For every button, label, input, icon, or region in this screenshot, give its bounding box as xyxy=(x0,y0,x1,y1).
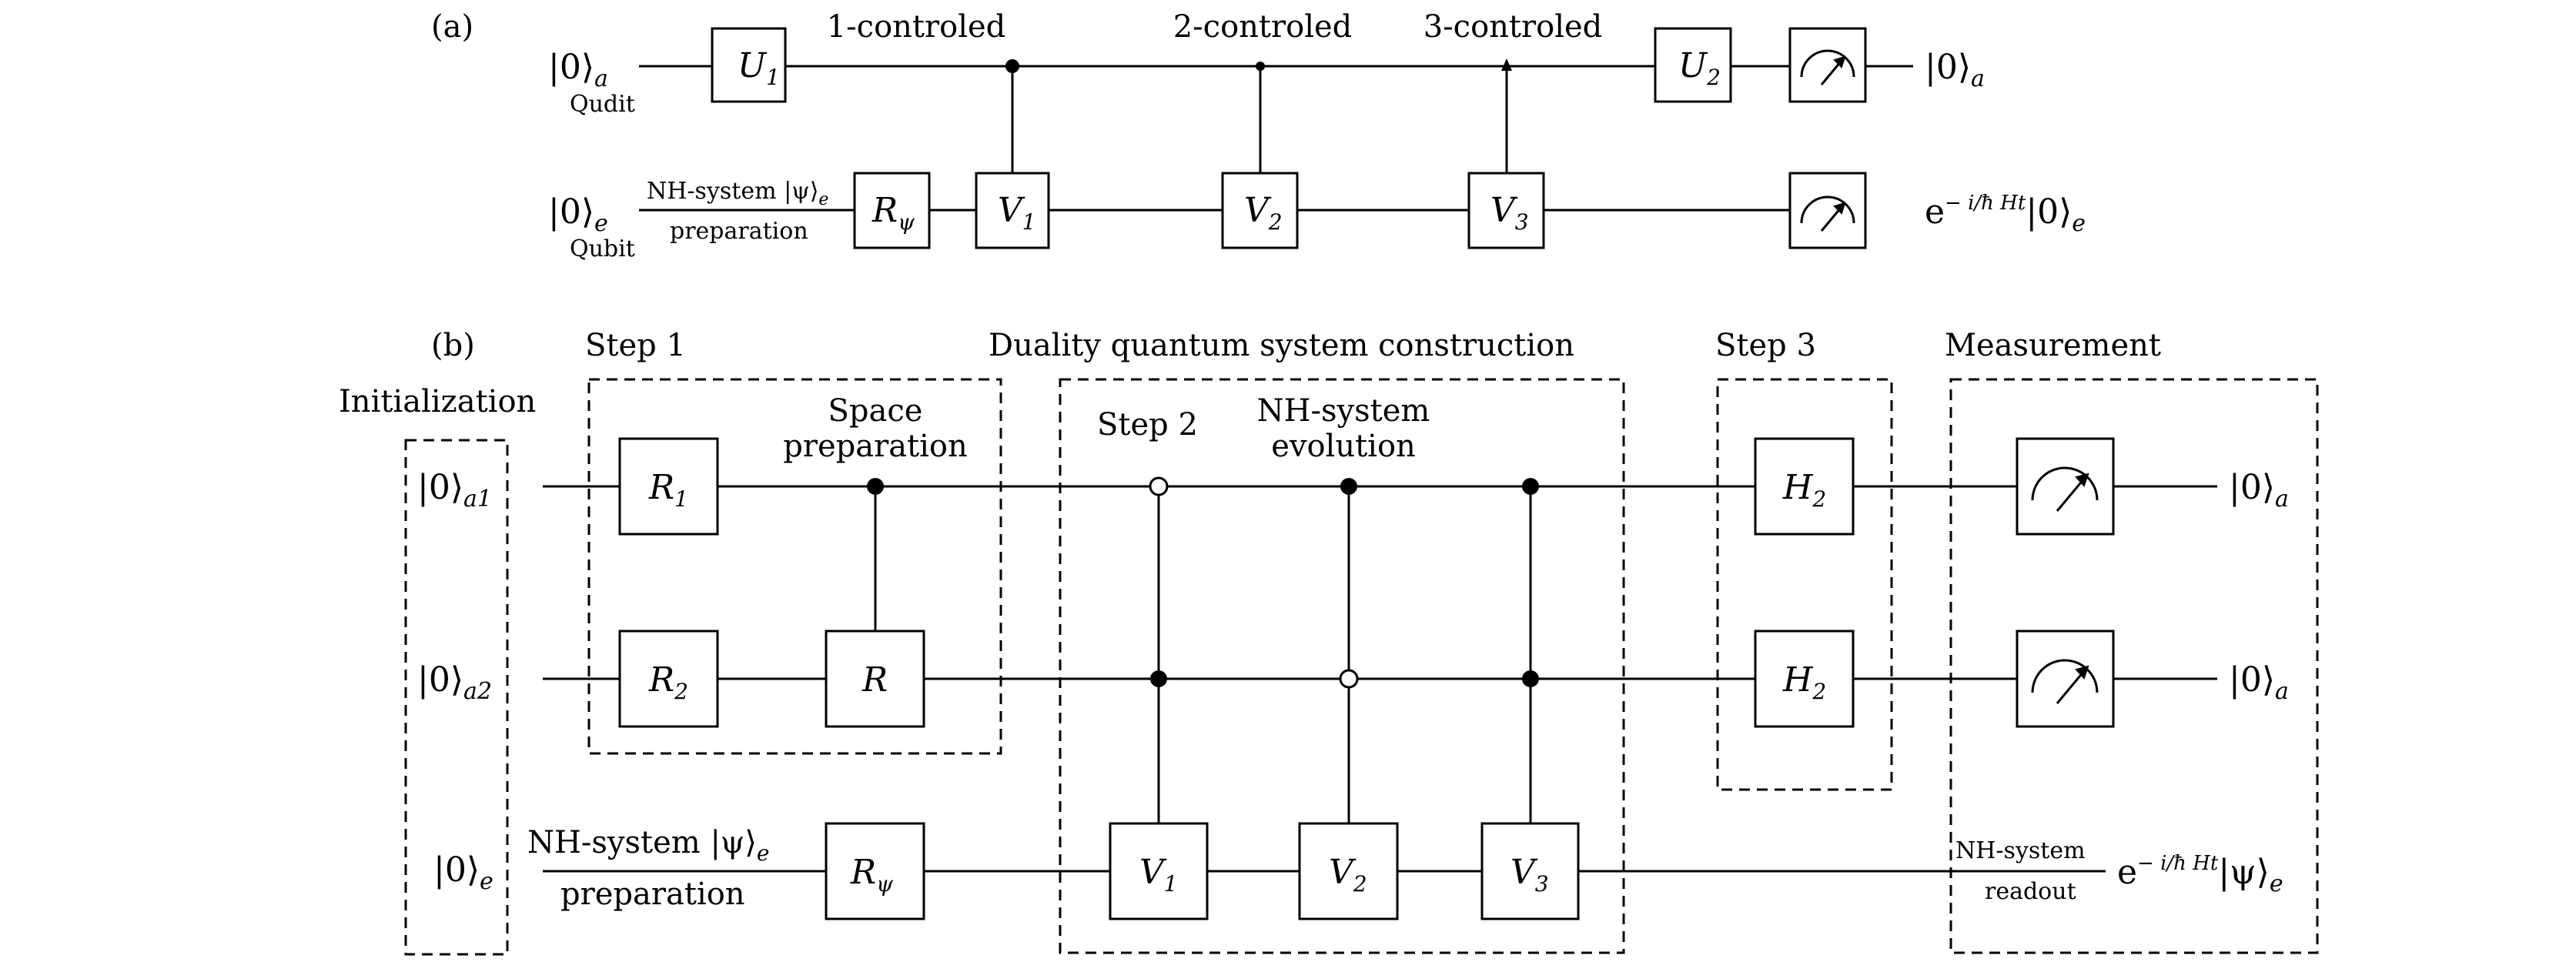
meter-icon-a-top xyxy=(1788,27,1867,103)
gate-u1: U1 xyxy=(711,27,787,103)
control-label-2: 2-controled xyxy=(1173,9,1353,45)
gate-u2: U2 xyxy=(1654,27,1732,103)
control-3-a xyxy=(1501,58,1512,173)
readout-bottom: readout xyxy=(1985,878,2076,905)
gate-rpsi-b: Rψ xyxy=(825,822,925,920)
svg-text:V2: V2 xyxy=(1329,853,1367,897)
control-label-3: 3-controled xyxy=(1423,9,1603,45)
panel-b-label: (b) xyxy=(431,328,475,363)
gate-v3-a: V3 xyxy=(1467,172,1545,249)
prep-top-b: NH-system |ψ⟩e xyxy=(527,825,769,866)
svg-text:Rψ: Rψ xyxy=(871,191,915,235)
wire-a2-ket: |0⟩a2 xyxy=(417,660,492,705)
panel-a-label: (a) xyxy=(431,9,473,45)
measurement-box xyxy=(1949,378,2319,954)
control-v1 xyxy=(1149,476,1169,823)
output-a2: |0⟩a xyxy=(2229,660,2289,705)
svg-text:H2: H2 xyxy=(1782,468,1826,512)
space-prep-line2: preparation xyxy=(783,429,968,464)
control-space-prep xyxy=(867,478,884,631)
space-prep-line1: Space xyxy=(828,393,923,429)
svg-text:V3: V3 xyxy=(1490,191,1529,235)
prep-bottom-b: preparation xyxy=(560,877,745,912)
qubit-input-ket: |0⟩e xyxy=(548,192,608,237)
measurement-label: Measurement xyxy=(1945,328,2161,363)
gate-v3-b: V3 xyxy=(1480,822,1580,920)
final-output: e− i/ħ Ht|ψ⟩e xyxy=(2117,852,2283,897)
step1-label: Step 1 xyxy=(585,328,686,363)
svg-text:R1: R1 xyxy=(648,468,688,512)
initialization-box xyxy=(404,439,509,956)
svg-text:U1: U1 xyxy=(738,46,780,90)
control-2-a xyxy=(1256,62,1265,173)
gate-h2-top: H2 xyxy=(1754,437,1855,536)
svg-text:V3: V3 xyxy=(1510,853,1549,897)
qubit-caption: Qubit xyxy=(570,235,635,262)
initialization-label: Initialization xyxy=(339,384,536,419)
svg-text:V1: V1 xyxy=(998,191,1036,235)
control-v3 xyxy=(1522,478,1539,823)
gate-h2-bottom: H2 xyxy=(1754,630,1855,728)
gate-r: R xyxy=(825,630,925,728)
output-a1: |0⟩a xyxy=(2229,468,2289,513)
meter-icon-b-top xyxy=(2016,437,2115,536)
svg-text:R2: R2 xyxy=(648,660,688,704)
qubit-output: e− i/ħ Ht|0⟩e xyxy=(1925,192,2086,237)
step3-box xyxy=(1716,378,1893,791)
duality-label: Duality quantum system construction xyxy=(989,328,1574,363)
gate-v1-a: V1 xyxy=(975,172,1050,249)
qubit-prep-top: NH-system |ψ⟩e xyxy=(647,178,828,209)
svg-text:H2: H2 xyxy=(1782,660,1826,704)
svg-text:U2: U2 xyxy=(1678,46,1721,90)
svg-text:V2: V2 xyxy=(1244,191,1283,235)
gate-v2-b: V2 xyxy=(1298,822,1399,920)
nh-evolution-line2: evolution xyxy=(1271,429,1416,464)
control-v2 xyxy=(1339,478,1359,823)
qudit-caption: Qudit xyxy=(570,91,635,118)
gate-rpsi-a: Rψ xyxy=(853,172,931,249)
step2-box xyxy=(1059,378,1625,954)
step1-box xyxy=(587,378,1002,755)
step3-label: Step 3 xyxy=(1715,328,1816,363)
qubit-prep-bottom: preparation xyxy=(670,218,808,245)
gate-r1: R1 xyxy=(618,437,719,536)
wire-e-ket: |0⟩e xyxy=(433,850,493,895)
svg-text:R: R xyxy=(861,660,888,700)
gate-v2-a: V2 xyxy=(1221,172,1299,249)
meter-icon-a-bottom xyxy=(1788,172,1867,249)
meter-icon-b-bottom xyxy=(2016,630,2115,728)
svg-text:Rψ: Rψ xyxy=(850,853,894,897)
nh-evolution-line1: NH-system xyxy=(1257,393,1430,429)
wire-a1-ket: |0⟩a1 xyxy=(417,468,492,513)
step2-label: Step 2 xyxy=(1097,407,1198,443)
gate-v1-b: V1 xyxy=(1109,822,1209,920)
control-label-1: 1-controled xyxy=(827,9,1006,45)
readout-top: NH-system xyxy=(1955,837,2086,864)
gate-r2: R2 xyxy=(618,630,719,728)
svg-text:V1: V1 xyxy=(1139,853,1178,897)
control-1-a xyxy=(1005,59,1019,173)
qudit-output-ket: |0⟩a xyxy=(1925,48,1985,92)
qudit-input-ket: |0⟩a xyxy=(548,48,608,92)
